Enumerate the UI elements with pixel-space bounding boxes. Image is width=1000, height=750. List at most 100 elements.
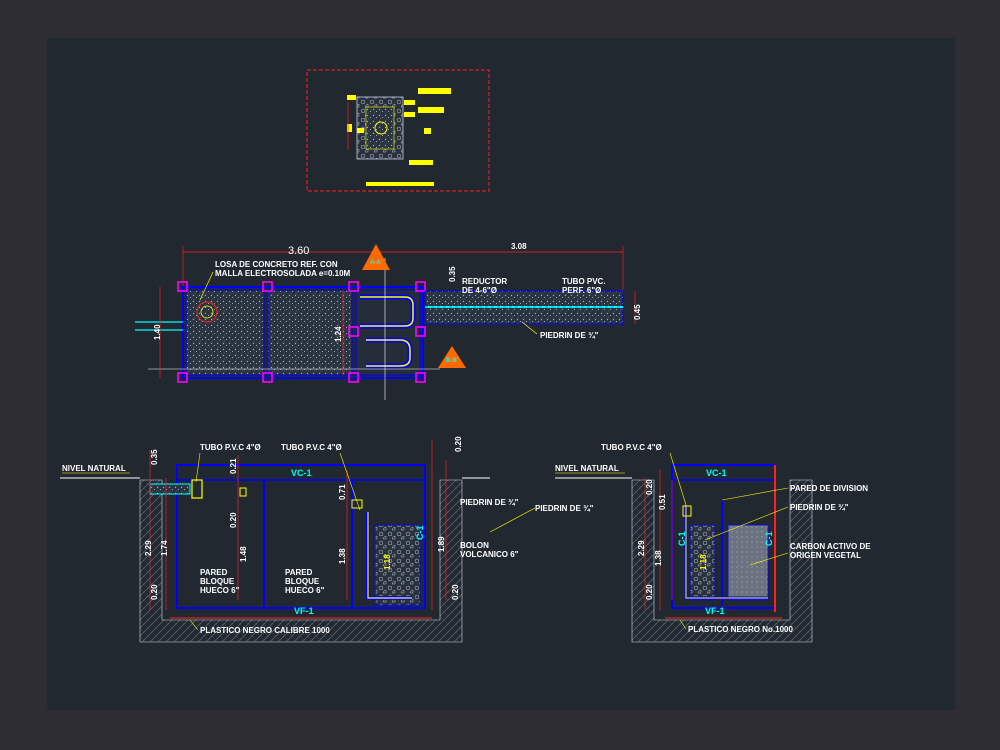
section-a-pipe-yellow [367,512,412,599]
sa-dim-020c: 0.20 [454,436,463,452]
sa-label-bolon-1: BOLON [460,541,489,550]
sa-dim-020a: 0.20 [150,584,159,600]
sa-dim-229: 2.29 [144,540,153,556]
section-a-inlet-pipe [149,483,191,495]
section-a-tank [176,464,426,609]
plan-dim-width-inner: 1.24 [334,326,343,342]
sb-label-pared-div: PARED DE DIVISION [790,484,868,493]
plan-dim-drain-width: 0.45 [633,304,642,320]
drawing-canvas: 3.60 3.08 0.45 1.4 [60,69,871,643]
leader-line [721,487,789,501]
section-tag-b-text: B-B' [446,358,459,364]
plan-view: 3.60 3.08 0.45 1.4 [135,242,642,400]
section-a-dim-lines [149,440,447,610]
sa-label-tubo2: TUBO P.V.C 4"Ø [281,443,342,452]
plan-chamber-2 [267,289,353,376]
sb-dim-229: 2.29 [637,540,646,556]
plan-inlet-manhole [196,301,218,323]
plan-columns [177,281,426,383]
plan-tank-outline [182,286,424,379]
sb-label-vf: VF-1 [705,606,725,616]
plan-pipe-upper-core [360,296,414,327]
key-plan-mark [366,182,434,186]
sa-label-pared2-1: PARED [285,568,313,577]
sa-label-pared1-2: BLOQUE [200,577,235,586]
sb-dim-051: 0.51 [658,494,667,510]
label-piedrin-plan: PIEDRIN DE ¾" [540,331,599,340]
sb-label-vc: VC-1 [706,468,727,478]
label-tubo-line1: TUBO PVC. [562,277,606,286]
sb-label-tubo: TUBO P.V.C 4"Ø [601,443,662,452]
leader-line [189,619,199,631]
section-b-pipe-yellow [685,505,768,599]
sa-label-vf: VF-1 [294,606,314,616]
sa-dim-118: 1.18 [383,554,392,570]
key-plan-mark [347,95,356,100]
key-plan-mark [409,160,433,165]
leader-line [489,507,536,533]
plan-pipe-lower-core [366,339,411,367]
key-plan-mark [418,88,451,94]
section-b-soil [631,479,813,643]
sb-dim-020a: 0.20 [645,479,654,495]
sa-label-bolon-2: VOLCANICO 6" [460,550,519,559]
plan-chamber-1 [185,289,265,376]
sa-label-pared1-1: PARED [200,568,228,577]
sa-dim-189: 1.89 [437,536,446,552]
plan-dim-drain: 3.08 [511,242,527,251]
sa-label-piedrin-b: PIEDRIN DE ¾" [535,504,594,513]
sa-dim-071: 0.71 [338,484,347,500]
key-plan-mark [404,112,415,117]
plan-dim-pipe-height: 0.35 [448,266,457,282]
key-plan-mark [418,107,444,113]
section-b: 0.20 0.51 2.29 1.38 1.18 0.20 NIVEL NATU… [555,443,871,643]
section-a-inlet-fitting [191,479,203,499]
sb-dim-118: 1.18 [699,554,708,570]
sa-label-pared1-3: HUECO 6" [200,586,240,595]
sb-label-piedrin: PIEDRIN DE ¾" [790,503,849,512]
sb-label-carbon-1: CARBON ACTIVO DE [790,542,871,551]
sa-label-nivel: NIVEL NATURAL [62,464,126,473]
key-plan-marker [374,121,388,135]
sb-label-carbon-2: ORIGEN VEGETAL [790,551,861,560]
section-b-dim-lines [644,470,673,610]
sa-label-pared2-3: HUECO 6" [285,586,325,595]
plan-dim-width-left: 1.40 [153,324,162,340]
section-a-soil [139,479,463,643]
sa-dim-174: 1.74 [160,540,169,556]
label-reductor-line2: DE 4-6"Ø [462,286,497,295]
cad-drawing-area: 3.60 3.08 0.45 1.4 [47,38,955,710]
key-plan [306,69,490,192]
sa-label-tubo1: TUBO P.V.C 4"Ø [200,443,261,452]
section-a-fitting [239,487,247,497]
leader-line [704,506,789,541]
sa-dim-148: 1.48 [239,546,248,562]
sb-label-nivel: NIVEL NATURAL [555,464,619,473]
key-plan-mark [404,100,415,105]
sa-dim-020d: 0.20 [451,584,460,600]
sa-dim-035: 0.35 [150,449,159,465]
section-tag-b [438,346,466,368]
section-tag-a-text: A-A' [370,260,383,266]
leader-line [669,452,687,506]
leader-line [195,452,201,483]
plan-inlet-ring [200,305,214,319]
sa-label-piedrin-a: PIEDRIN DE ¾" [460,498,519,507]
sb-label-plastico: PLASTICO NEGRO No.1000 [688,625,793,634]
sa-label-vc: VC-1 [291,468,312,478]
sa-dim-021: 0.21 [229,458,238,474]
sb-dim-138: 1.38 [654,550,663,566]
sa-label-c1: C-1 [415,525,425,540]
sb-label-c1b: C-1 [764,531,774,546]
section-a-fitting [351,499,363,509]
section-b-carbon-media [727,524,769,601]
leader-line [521,321,538,335]
section-b-fitting [682,505,692,517]
label-tubo-line2: PERF. 6"Ø [562,286,601,295]
leader-line [339,452,361,511]
key-plan-mark [357,128,364,133]
leader-line [679,619,687,630]
label-reductor-line1: REDUCTOR [462,277,507,286]
leader-line [749,552,789,566]
key-plan-tank [365,106,395,150]
